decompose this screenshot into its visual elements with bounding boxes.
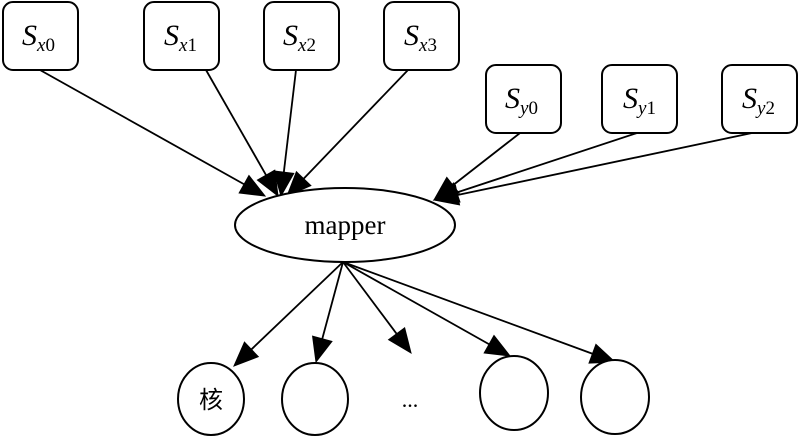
arrowhead-mapper-to-t1 — [312, 335, 333, 364]
ellipsis-label: ... — [402, 387, 419, 412]
node-sy1-label: Sy1 — [623, 82, 656, 119]
node-target-1-circle — [281, 362, 349, 436]
node-target-3 — [479, 355, 549, 431]
node-sy0-box — [485, 64, 562, 134]
node-target-core-label: 核 — [199, 386, 223, 414]
node-sx0: Sx0 — [2, 1, 79, 71]
node-target-core: 核 — [177, 362, 245, 436]
edge-sx1-to-mapper — [205, 69, 267, 176]
node-mapper-ellipse — [234, 187, 456, 263]
node-sx0-box — [2, 1, 79, 71]
node-sx2-box — [263, 1, 340, 71]
edge-mapper-to-t4 — [342, 261, 593, 355]
node-target-4-circle — [580, 359, 650, 435]
edge-sy2-to-mapper — [457, 132, 753, 196]
node-sx1-box — [143, 1, 220, 71]
node-sx2-label: Sx2 — [283, 19, 316, 56]
edge-mapper-to-t3 — [342, 261, 490, 346]
edge-sx0-to-mapper — [39, 69, 245, 186]
node-target-core-circle — [177, 362, 245, 436]
node-mapper-label: mapper — [305, 210, 386, 240]
edges-layer — [39, 69, 753, 367]
arrowhead-mapper-to-t0 — [233, 341, 260, 367]
node-sy2-box — [721, 64, 798, 134]
node-target-4 — [580, 359, 650, 435]
node-sx2: Sx2 — [263, 1, 340, 71]
node-ellipsis: ... — [402, 387, 419, 412]
node-sx1: Sx1 — [143, 1, 220, 71]
edge-sy1-to-mapper — [456, 132, 638, 194]
arrowhead-sx2-to-mapper — [273, 170, 295, 198]
node-target-3-circle — [479, 355, 549, 431]
node-target-1 — [281, 362, 349, 436]
arrowhead-sy2-to-mapper — [432, 184, 461, 206]
node-sx3-label: Sx3 — [404, 19, 437, 56]
node-sx0-label: Sx0 — [22, 19, 55, 56]
node-sx3: Sx3 — [383, 1, 460, 71]
edge-mapper-to-t0 — [250, 261, 344, 351]
node-sy0: Sy0 — [485, 64, 562, 134]
arrowhead-mapper-to-ellipsis — [387, 326, 412, 355]
node-sy2-label: Sy2 — [742, 82, 775, 119]
edge-sx3-to-mapper — [302, 69, 409, 180]
node-mapper: mapper — [234, 187, 456, 263]
node-sx3-box — [383, 1, 460, 71]
node-sy1: Sy1 — [601, 64, 678, 134]
edge-mapper-to-t1 — [321, 261, 344, 340]
edge-sx2-to-mapper — [282, 69, 297, 173]
node-sy1-box — [601, 64, 678, 134]
node-sx1-label: Sx1 — [164, 19, 197, 56]
node-sy2: Sy2 — [721, 64, 798, 134]
edge-mapper-to-ellipsis — [342, 261, 398, 335]
edge-sy0-to-mapper — [452, 132, 521, 186]
node-sy0-label: Sy0 — [505, 82, 538, 119]
arrowhead-mapper-to-t3 — [483, 334, 512, 357]
arrowhead-sx1-to-mapper — [256, 169, 279, 198]
arrowhead-sx0-to-mapper — [238, 174, 267, 197]
